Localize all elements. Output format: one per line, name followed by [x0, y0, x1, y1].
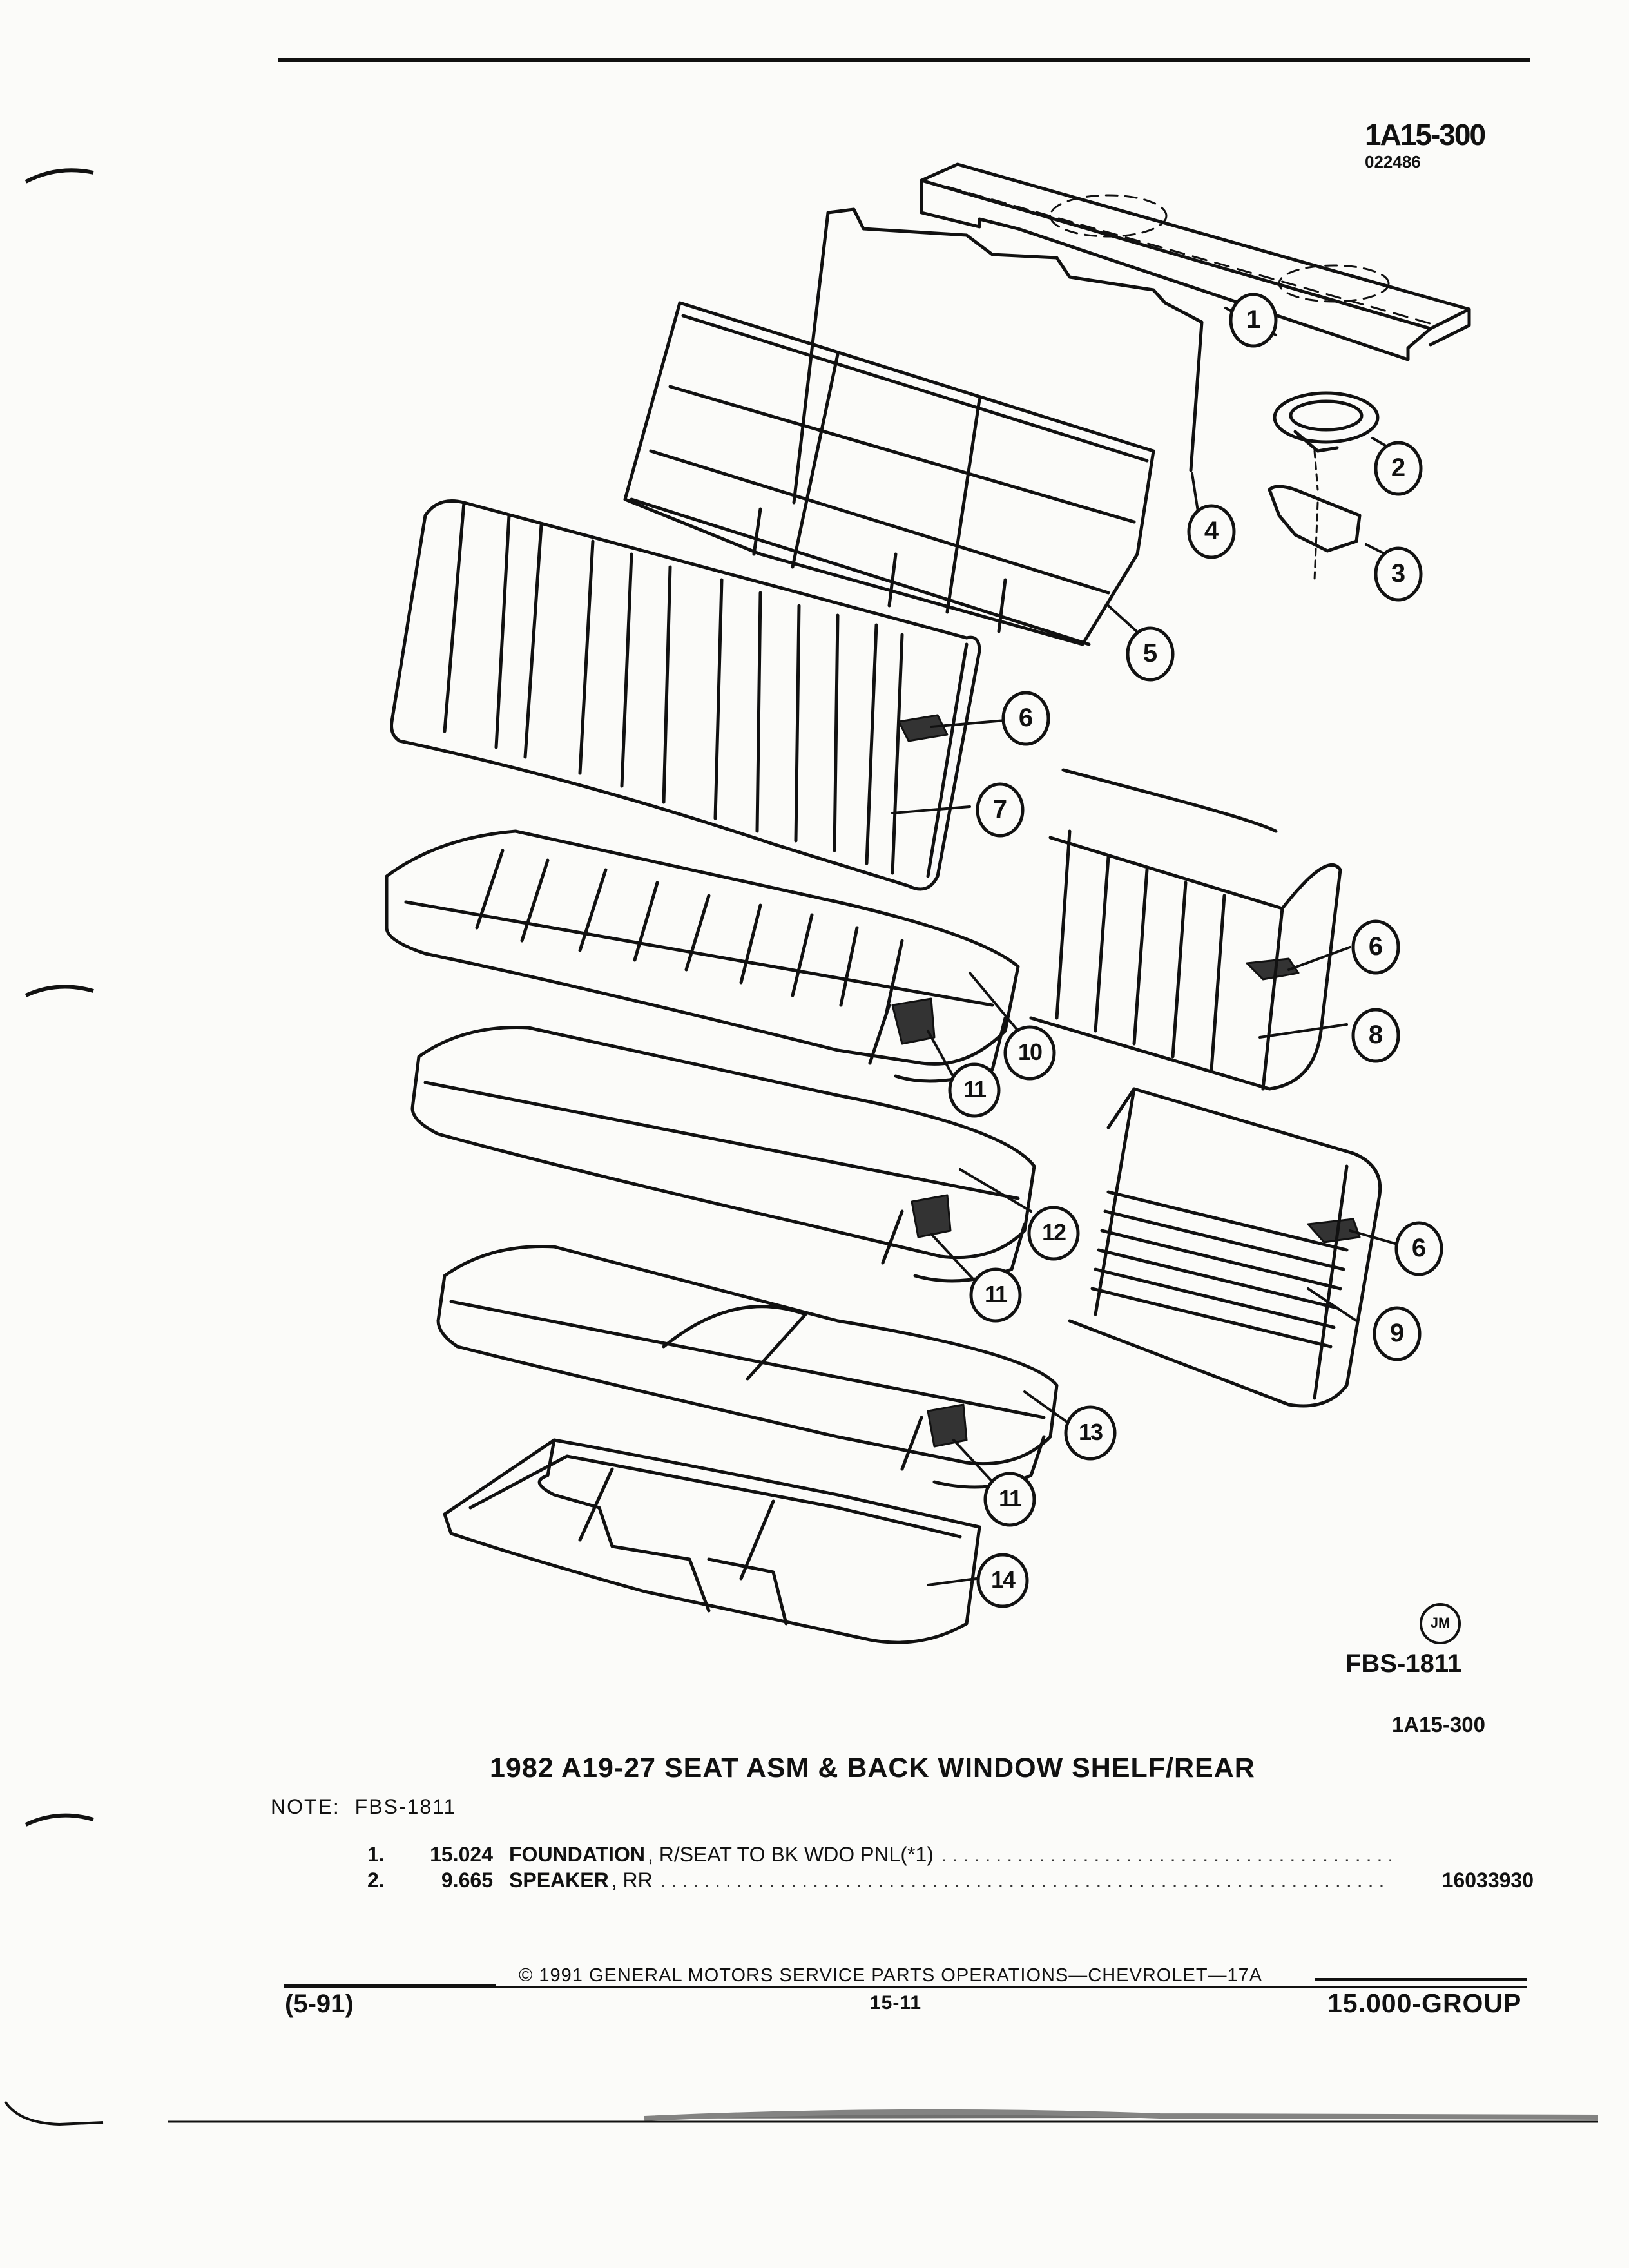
callout-11c: 11: [998, 1485, 1022, 1512]
parts-list: 1. 15.024 FOUNDATION , R/SEAT TO BK WDO …: [367, 1843, 1534, 1907]
part-desc: , R/SEAT TO BK WDO PNL(*1): [647, 1843, 934, 1866]
pad-6b: [1246, 957, 1300, 981]
callout-4: 4: [1204, 517, 1219, 545]
seat-back-cover-variant-9: [1068, 1087, 1382, 1408]
seat-back-cover: [390, 499, 981, 891]
leader-dots: ........................................…: [941, 1843, 1391, 1866]
callout-1: 1: [1246, 305, 1261, 334]
footer-rule-right: [1315, 1978, 1527, 1981]
callout-10: 10: [1017, 1039, 1043, 1065]
part-name: FOUNDATION: [509, 1843, 645, 1866]
pad-6a: [898, 714, 949, 742]
part-code: 9.665: [441, 1869, 493, 1892]
callout-6c: 6: [1411, 1234, 1427, 1262]
figure-code: FBS-1811: [1345, 1649, 1462, 1678]
note-value: FBS-1811: [354, 1795, 457, 1818]
part-name: SPEAKER: [509, 1869, 609, 1892]
part-code: 15.024: [430, 1843, 493, 1866]
pad-11c: [927, 1403, 968, 1448]
group-code: 15.000-GROUP: [1327, 1988, 1522, 2018]
footer-rule-full: [284, 1986, 1527, 1988]
callout-8: 8: [1368, 1021, 1383, 1049]
seat-cushion-cover-10: [385, 829, 1020, 1083]
rear-shelf-panel: [920, 162, 1471, 361]
callout-6b: 6: [1368, 932, 1383, 961]
speaker-bracket-part: [1268, 450, 1362, 581]
part-index: 2.: [367, 1869, 385, 1892]
note-label: NOTE:: [271, 1795, 340, 1818]
scan-edge-line: [168, 2109, 1599, 2123]
seat-back-frame: [623, 301, 1155, 646]
exploded-seat-diagram: [385, 162, 1471, 1644]
date-code: (5-91): [285, 1990, 354, 2018]
callout-12: 12: [1041, 1219, 1066, 1245]
copyright-line: © 1991 GENERAL MOTORS SERVICE PARTS OPER…: [519, 1965, 1263, 1986]
callout-7: 7: [992, 795, 1008, 823]
seat-back-cover-variant-8: [1029, 768, 1342, 1091]
part-desc: , RR: [611, 1869, 653, 1892]
part-row: 2. 9.665 SPEAKER , RR ..................…: [367, 1869, 1534, 1894]
pad-11b: [911, 1194, 952, 1238]
seat-cushion-cover-12: [410, 1026, 1036, 1283]
illustration-code: 1A15-300: [1365, 118, 1486, 151]
speaker-part: [1273, 391, 1380, 453]
callout-14: 14: [990, 1566, 1016, 1593]
callout-11b: 11: [984, 1281, 1008, 1307]
top-rule: [278, 58, 1530, 62]
callout-3: 3: [1391, 559, 1406, 588]
catalog-ref-code: 1A15-300: [1392, 1713, 1485, 1736]
margin-marks: [4, 168, 104, 2126]
seat-back-foundation: [792, 207, 1204, 505]
note-line: NOTE: FBS-1811: [271, 1795, 456, 1819]
seat-cushion-cover-13: [436, 1245, 1059, 1489]
callout-2: 2: [1391, 454, 1406, 482]
callout-circles: [948, 293, 1443, 1608]
catalog-title: 1982 A19-27 SEAT ASM & BACK WINDOW SHELF…: [490, 1753, 1255, 1783]
illustration-date: 022486: [1365, 152, 1421, 171]
pad-11a: [891, 997, 936, 1045]
callout-13: 13: [1078, 1419, 1103, 1445]
part-number: 16033930: [1441, 1869, 1534, 1892]
callout-11a: 11: [963, 1076, 987, 1102]
artist-mark: JM: [1430, 1615, 1451, 1631]
callout-6a: 6: [1018, 704, 1034, 732]
part-row: 1. 15.024 FOUNDATION , R/SEAT TO BK WDO …: [367, 1843, 1534, 1869]
callout-5: 5: [1142, 639, 1158, 668]
page-number: 15-11: [870, 1992, 922, 2013]
leader-dots: ........................................…: [660, 1869, 1391, 1892]
seat-cushion-frame: [443, 1438, 981, 1644]
artist-mark-circle: [1420, 1603, 1461, 1644]
callout-9: 9: [1389, 1319, 1405, 1347]
part-index: 1.: [367, 1843, 385, 1866]
